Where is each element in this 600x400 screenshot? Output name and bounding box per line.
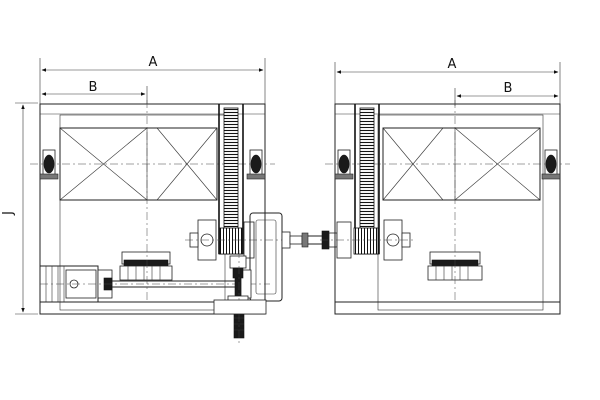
right-bearing-right [541, 149, 561, 180]
left-dimension-b-label: B [89, 80, 98, 95]
right-pinion-assembly [320, 219, 415, 261]
left-bearing-right [246, 149, 266, 180]
left-girth-gear [218, 103, 244, 255]
right-dimension-a: A [334, 57, 561, 106]
left-dimension-j-label: J [1, 211, 16, 216]
left-gear-reducer [249, 212, 309, 302]
right-foot [427, 100, 483, 300]
left-foot [119, 100, 173, 300]
right-bearing-left [334, 149, 354, 180]
left-bearing-left [39, 149, 59, 180]
left-dimension-j: J [1, 102, 38, 315]
left-dimension-b: B [41, 80, 148, 104]
brake-unit [227, 250, 249, 345]
right-frame [334, 103, 561, 315]
left-view: A B J [1, 55, 338, 345]
left-base [40, 299, 267, 315]
right-dimension-b: B [454, 81, 559, 106]
left-dimension-a-label: A [149, 55, 158, 70]
left-pinion-assembly [185, 219, 300, 261]
left-dimension-a: A [39, 55, 266, 106]
right-view: A B [320, 57, 570, 315]
right-dimension-b-label: B [504, 81, 513, 96]
right-dimension-a-label: A [448, 57, 457, 72]
right-drum [325, 127, 570, 201]
